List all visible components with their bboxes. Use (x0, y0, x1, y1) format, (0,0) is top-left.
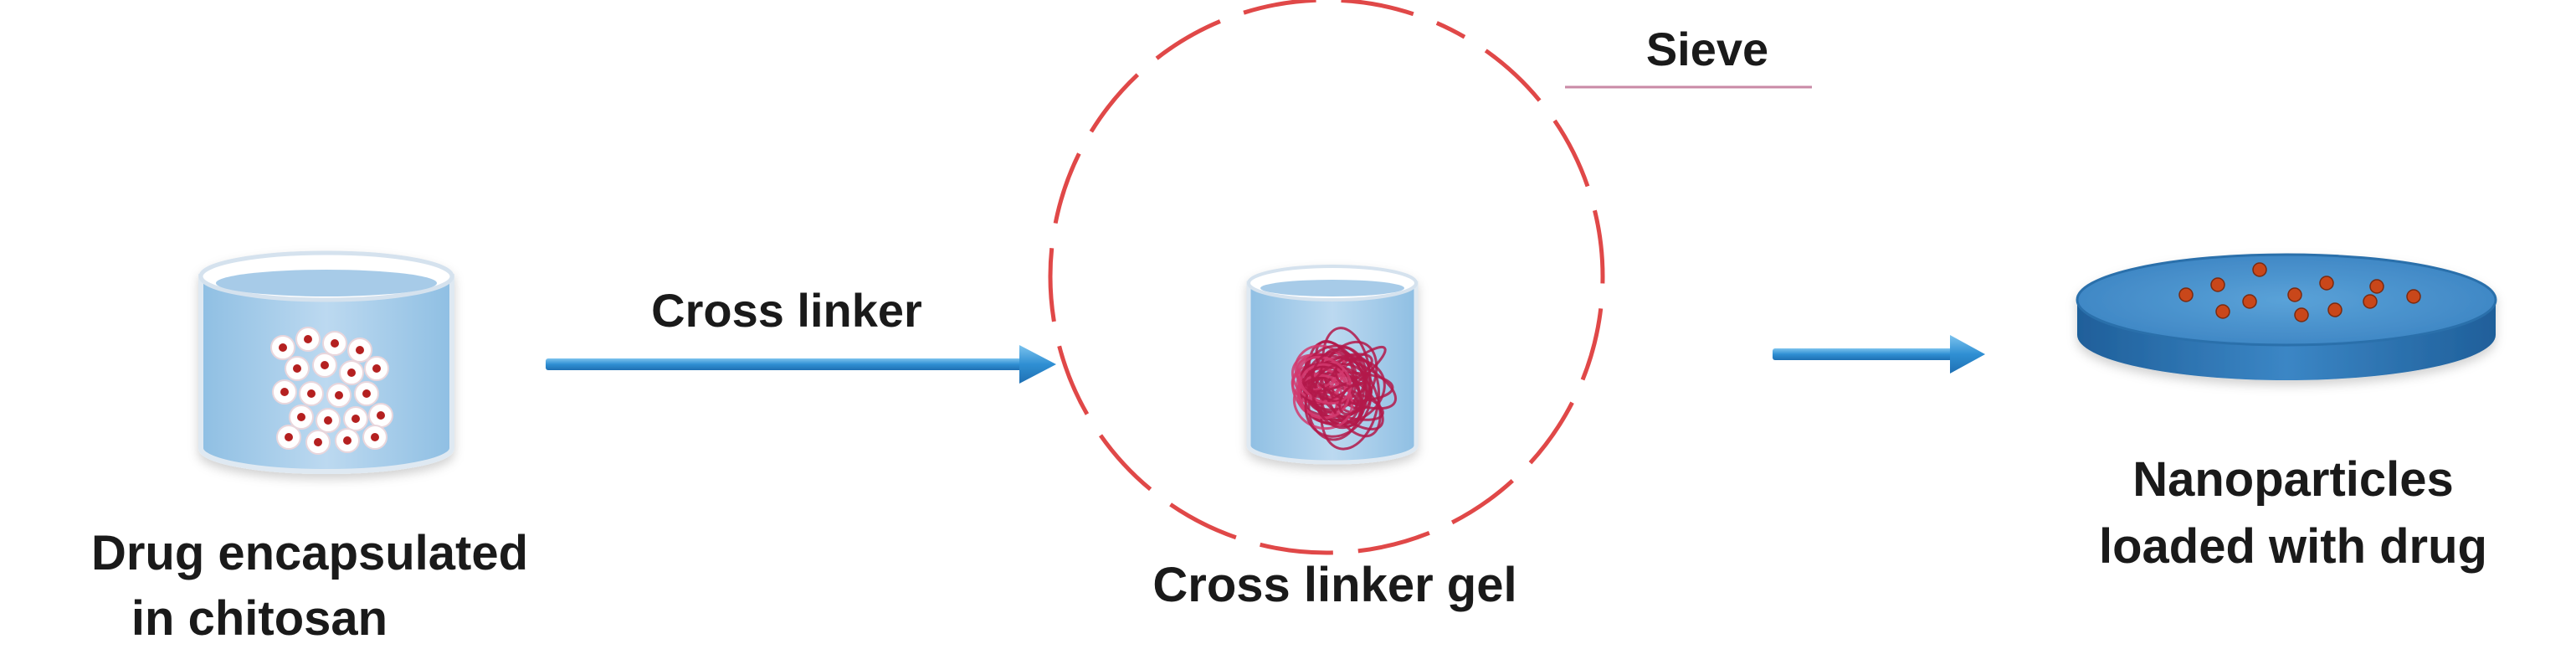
step3-label-line1: Nanoparticles (2132, 452, 2454, 507)
drug-particle (299, 381, 324, 406)
sieve-label: Sieve (1646, 23, 1768, 75)
gel-strand (1338, 381, 1368, 416)
sieve-output-arrow (1773, 335, 1985, 374)
cross-linker-label: Cross linker (651, 284, 922, 337)
drug-particle (343, 406, 368, 431)
nanoparticle (2287, 287, 2302, 302)
drug-particle (270, 335, 295, 360)
step1-label-line1: Drug encapsulated (91, 526, 528, 580)
drug-particle (305, 430, 331, 455)
nanoparticle (2294, 307, 2309, 322)
nanoparticle-dish (2076, 253, 2497, 380)
step3-label-line2: loaded with drug (2099, 519, 2487, 574)
drug-particle (354, 381, 379, 406)
drug-particle (295, 327, 321, 352)
nanoparticles (2178, 262, 2421, 322)
drug-particle (347, 338, 372, 363)
nanoparticle (2363, 294, 2378, 309)
gel-tangle (1291, 327, 1398, 451)
drug-particle (322, 331, 347, 356)
drug-particles (270, 327, 393, 455)
nanoparticle (2252, 262, 2267, 277)
drug-particle (276, 425, 301, 450)
drug-particle (364, 356, 389, 381)
cross-linker-arrow (546, 345, 1056, 384)
drug-particle (335, 428, 360, 453)
drug-particle (285, 356, 310, 381)
drug-particle (339, 360, 364, 385)
nanoparticle (2215, 304, 2230, 319)
nanoparticle (2178, 287, 2194, 302)
drug-particle (368, 403, 393, 428)
drug-particle (312, 353, 337, 378)
drug-particle (272, 379, 297, 405)
drug-particle (316, 408, 341, 433)
nanoparticle (2210, 277, 2225, 292)
drug-particle (326, 383, 352, 408)
step1-label-line2: in chitosan (131, 591, 387, 646)
nanoparticle (2406, 289, 2421, 304)
drug-particle (362, 425, 387, 450)
nanoparticle (2369, 279, 2384, 294)
nanoparticle (2327, 302, 2343, 317)
drug-particle (289, 405, 314, 430)
sieve-circle (1048, 0, 1605, 555)
nanoparticle (2319, 276, 2334, 291)
step2-label: Cross linker gel (1152, 558, 1516, 612)
nanoparticle (2242, 294, 2257, 309)
